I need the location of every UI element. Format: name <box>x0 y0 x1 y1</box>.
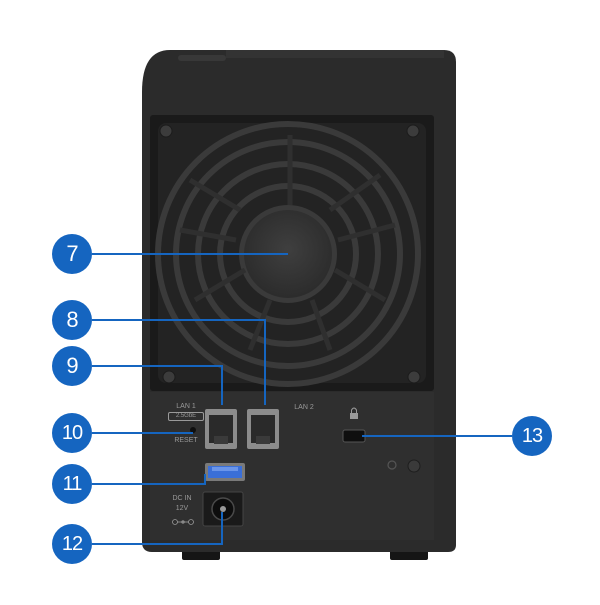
callout-10: 10 <box>52 413 92 453</box>
lan-1-port[interactable] <box>205 409 237 449</box>
callout-11: 11 <box>52 464 92 504</box>
top-lid <box>226 50 444 58</box>
lan1-speed-label: 2.5GbE <box>168 412 204 421</box>
callout-13: 13 <box>512 416 552 456</box>
lan-2-port[interactable] <box>247 409 279 449</box>
security-slot[interactable] <box>342 429 366 443</box>
leader-line-8 <box>92 319 266 405</box>
polarity-icon <box>172 519 194 525</box>
fan-blades <box>179 135 396 351</box>
reset-button[interactable] <box>190 427 196 433</box>
panel-screw-icon <box>407 459 421 473</box>
voltage-label: 12V <box>175 505 189 512</box>
callout-8: 8 <box>52 300 92 340</box>
leader-lines <box>92 253 512 545</box>
fan-screws <box>159 124 421 384</box>
usb-port[interactable] <box>205 463 245 481</box>
lock-icon <box>350 407 358 419</box>
top-bump <box>178 55 226 61</box>
callout-7: 7 <box>52 234 92 274</box>
grounding-hole <box>387 460 397 470</box>
callout-12: 12 <box>52 524 92 564</box>
dc-in-jack[interactable] <box>202 491 244 527</box>
dc-in-label: DC IN <box>172 495 192 502</box>
reset-label: RESET <box>174 437 198 444</box>
leader-line-9 <box>92 365 223 405</box>
lan2-label: LAN 2 <box>294 404 314 411</box>
leader-line-11 <box>92 474 206 485</box>
callout-9: 9 <box>52 346 92 386</box>
port-panel <box>150 392 434 540</box>
lan1-label: LAN 1 <box>176 403 196 410</box>
leader-line-12 <box>92 512 223 545</box>
